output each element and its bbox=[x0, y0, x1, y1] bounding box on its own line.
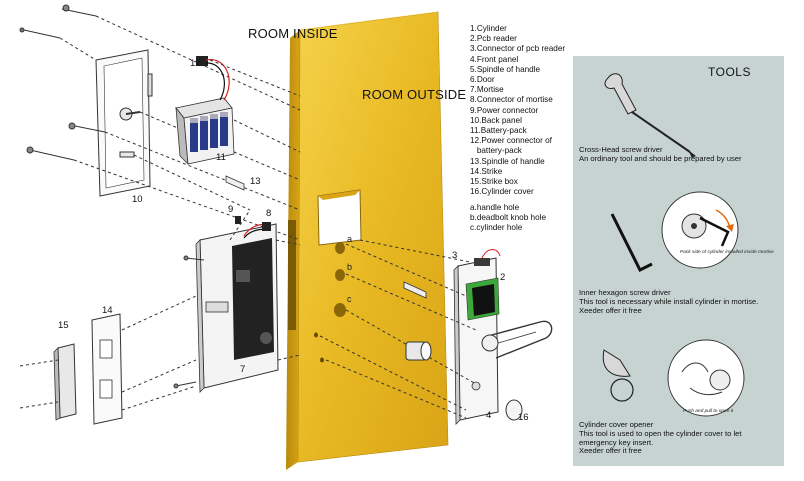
legend-item: 15.Strike box bbox=[470, 177, 518, 187]
callout-15: 15 bbox=[58, 320, 69, 331]
mortise-slot bbox=[288, 220, 296, 330]
hole-letter-a: a bbox=[347, 234, 353, 244]
spindle-13 bbox=[225, 175, 245, 191]
hole-letter-c: c bbox=[347, 294, 352, 304]
callout-10: 10 bbox=[132, 194, 143, 205]
legend-item: 11.Battery-pack bbox=[470, 126, 527, 136]
holes-legend: a.handle hole b.deadbolt knob hole c.cyl… bbox=[470, 203, 546, 234]
hole-item: c.cylinder hole bbox=[470, 223, 523, 233]
callout-7: 7 bbox=[240, 364, 246, 375]
callout-9: 9 bbox=[228, 204, 234, 215]
legend-item: 1.Cylinder bbox=[470, 24, 507, 33]
callout-14: 14 bbox=[102, 305, 113, 316]
legend-item: 3.Connector of pcb reader bbox=[470, 44, 566, 54]
hex-desc: This tool is necessary while install cyl… bbox=[579, 296, 759, 306]
legend-item: 7.Mortise bbox=[470, 85, 504, 95]
screwdriver-caption: Cross-Head screw driver An ordinary tool… bbox=[579, 145, 779, 164]
legend-item: 2.Pcb reader bbox=[470, 34, 517, 44]
legend-item: 14.Strike bbox=[470, 166, 503, 176]
room-outside-heading: ROOM OUTSIDE bbox=[362, 87, 467, 102]
battery-connector bbox=[196, 56, 230, 101]
callout-16: 16 bbox=[518, 412, 529, 423]
suction-opener-icon bbox=[602, 349, 634, 402]
screwdriver-icon bbox=[604, 73, 696, 158]
legend-item: 10.Back panel bbox=[470, 115, 522, 125]
opener-name: Cylinder cover opener bbox=[579, 420, 654, 429]
legend-item: 6.Door bbox=[470, 75, 495, 85]
hole-b bbox=[335, 269, 345, 281]
hole-item: b.deadbolt knob hole bbox=[470, 213, 547, 223]
strike-plate bbox=[91, 313, 123, 425]
battery-pack bbox=[175, 97, 235, 166]
callout-2: 2 bbox=[500, 272, 506, 283]
callout-12: 12 bbox=[190, 58, 201, 69]
opener-desc: This tool is used to open the cylinder c… bbox=[579, 428, 742, 438]
legend-item: 4.Front panel bbox=[470, 54, 519, 64]
hex-key-icon bbox=[610, 213, 653, 273]
legend-item: 5.Spindle of handle bbox=[470, 64, 541, 74]
back-panel-screws bbox=[19, 4, 106, 161]
legend-item: 8.Connector of mortise bbox=[470, 95, 553, 105]
strike-box bbox=[53, 343, 77, 421]
hex-name: Inner hexagon screw driver bbox=[579, 288, 671, 297]
hex-caption: Inner hexagon screw driver This tool is … bbox=[579, 288, 779, 315]
opener-desc-2: emergency key insert. bbox=[579, 437, 654, 447]
mortise bbox=[195, 216, 279, 393]
screwdriver-name: Cross-Head screw driver bbox=[579, 145, 663, 154]
hole-c bbox=[334, 303, 346, 317]
callout-11: 11 bbox=[216, 152, 226, 163]
opener-caption: Cylinder cover opener This tool is used … bbox=[579, 420, 779, 456]
opener-offer: Xeeder offer it free bbox=[579, 446, 642, 456]
legend-item: 9.Power connector bbox=[470, 105, 539, 115]
hex-note: Pack side of cylinder installed inside m… bbox=[680, 250, 774, 255]
hole-a bbox=[335, 242, 345, 254]
callout-3: 3 bbox=[452, 250, 458, 261]
opener-detail-circle bbox=[667, 339, 745, 417]
legend-item: 12.Power connector of bbox=[470, 136, 552, 146]
hex-detail-circle bbox=[661, 191, 739, 269]
hole-letter-b: b bbox=[347, 262, 353, 272]
hex-offer: Xeeder offer it free bbox=[579, 305, 642, 315]
callout-4: 4 bbox=[486, 410, 492, 421]
hole-item: a.handle hole bbox=[470, 203, 520, 212]
back-panel bbox=[95, 49, 153, 197]
callout-8: 8 bbox=[266, 208, 272, 219]
callout-13: 13 bbox=[250, 176, 261, 187]
parts-legend: 1.Cylinder 2.Pcb reader 3.Connector of p… bbox=[470, 24, 565, 197]
spindle-5 bbox=[403, 281, 427, 299]
screwdriver-desc: An ordinary tool and should be prepared … bbox=[579, 153, 742, 163]
room-inside-heading: ROOM INSIDE bbox=[248, 26, 338, 41]
legend-item: 13.Spindle of handle bbox=[470, 156, 545, 166]
door-window bbox=[317, 189, 362, 246]
tools-title: TOOLS bbox=[708, 65, 751, 79]
cylinder bbox=[405, 341, 432, 361]
legend-item: battery-pack bbox=[470, 146, 522, 156]
legend-item: 16.Cylinder cover bbox=[470, 187, 534, 197]
opener-note: Push and pull to open it bbox=[683, 409, 734, 414]
